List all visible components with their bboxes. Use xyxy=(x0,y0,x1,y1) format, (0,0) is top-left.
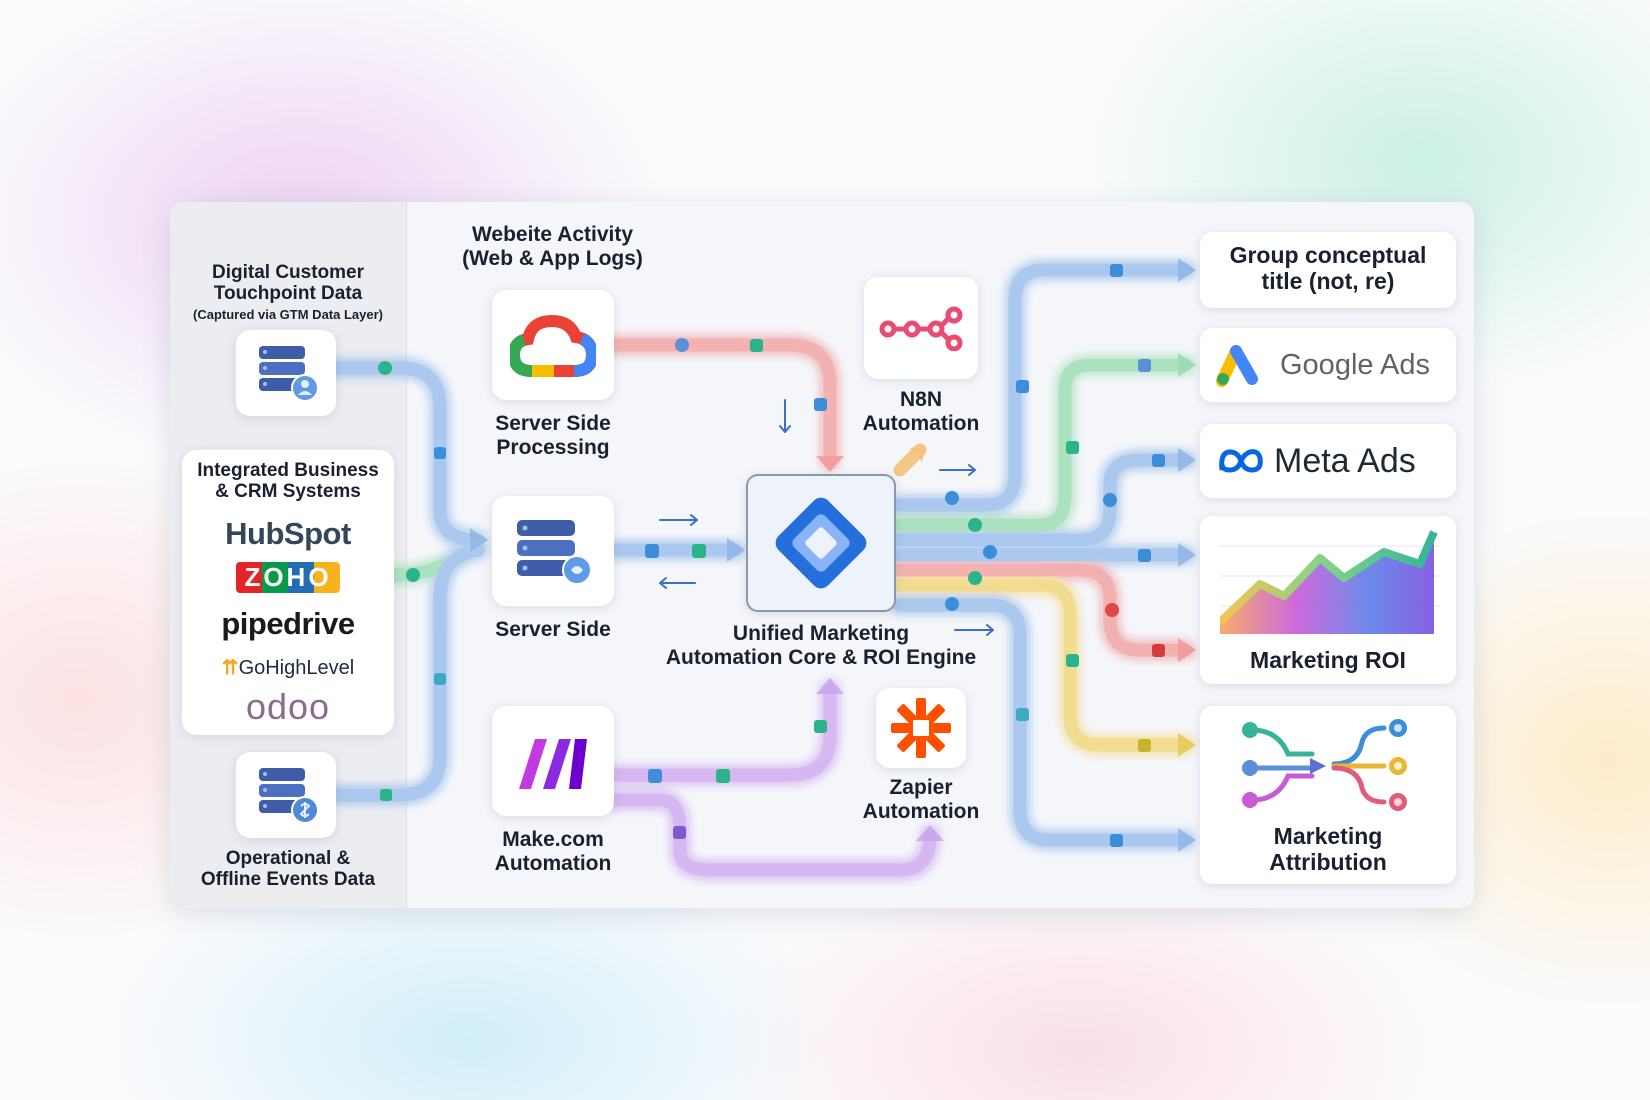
server-side-card xyxy=(492,496,614,606)
touchpoint-title: Digital Customer Touchpoint Data (Captur… xyxy=(182,262,394,322)
touchpoint-subtitle: (Captured via GTM Data Layer) xyxy=(193,306,383,322)
database-user-icon xyxy=(259,346,319,402)
odoo-logo: odoo xyxy=(245,686,331,727)
zapier-logo-icon xyxy=(891,698,951,758)
make-logo-icon xyxy=(519,739,587,789)
server-database-icon xyxy=(517,520,592,585)
server-processing-label: Server Side Processing xyxy=(495,412,611,459)
crm-title: Integrated Business & CRM Systems xyxy=(197,460,379,503)
zapier-card xyxy=(876,688,966,768)
google-ads-card: Google Ads xyxy=(1200,328,1456,402)
roi-chart-icon xyxy=(1220,530,1440,634)
google-ads-label: Google Ads xyxy=(1280,348,1430,381)
marketing-roi-card: Marketing ROI xyxy=(1200,516,1456,684)
meta-ads-card: Meta Ads xyxy=(1200,424,1456,498)
group-title-card: Group conceptual title (not, re) xyxy=(1200,232,1456,308)
google-ads-icon xyxy=(1216,345,1258,387)
gohighlevel-logo: ⇈GoHighLevel xyxy=(221,657,355,679)
core-engine-label: Unified Marketing Automation Core & ROI … xyxy=(665,622,977,669)
make-label: Make.com Automation xyxy=(494,828,612,875)
meta-logo-icon xyxy=(1219,449,1263,473)
google-tag-manager-icon xyxy=(775,497,867,589)
web-activity-title: Webeite Activity (Web & App Logs) xyxy=(462,223,643,270)
group-title: Group conceptual title (not, re) xyxy=(1229,242,1427,294)
zapier-label: Zapier Automation xyxy=(862,776,980,823)
hubspot-logo: HubSpot xyxy=(225,516,351,551)
meta-ads-label: Meta Ads xyxy=(1274,441,1416,480)
touchpoint-data-card xyxy=(236,330,336,416)
marketing-roi-label: Marketing ROI xyxy=(1250,647,1406,673)
server-processing-card xyxy=(492,290,614,400)
marketing-attribution-label: Marketing Attribution xyxy=(1269,823,1387,875)
make-card xyxy=(492,706,614,816)
pipedrive-logo: pipedrive xyxy=(221,606,355,641)
database-dollar-icon xyxy=(259,768,319,824)
crm-systems-card: Integrated Business & CRM Systems HubSpo… xyxy=(182,450,394,735)
n8n-label: N8N Automation xyxy=(862,388,980,435)
core-engine-card xyxy=(746,474,896,612)
marketing-attribution-card: Marketing Attribution xyxy=(1200,706,1456,884)
offline-data-card xyxy=(236,752,336,838)
offline-title: Operational & Offline Events Data xyxy=(200,848,376,891)
zoho-logo: ZOHO xyxy=(182,562,394,593)
attribution-flow-icon xyxy=(1242,719,1407,811)
n8n-card xyxy=(864,277,978,379)
google-cloud-icon xyxy=(510,314,596,377)
n8n-logo-icon xyxy=(879,306,963,351)
server-side-label: Server Side xyxy=(495,618,611,641)
